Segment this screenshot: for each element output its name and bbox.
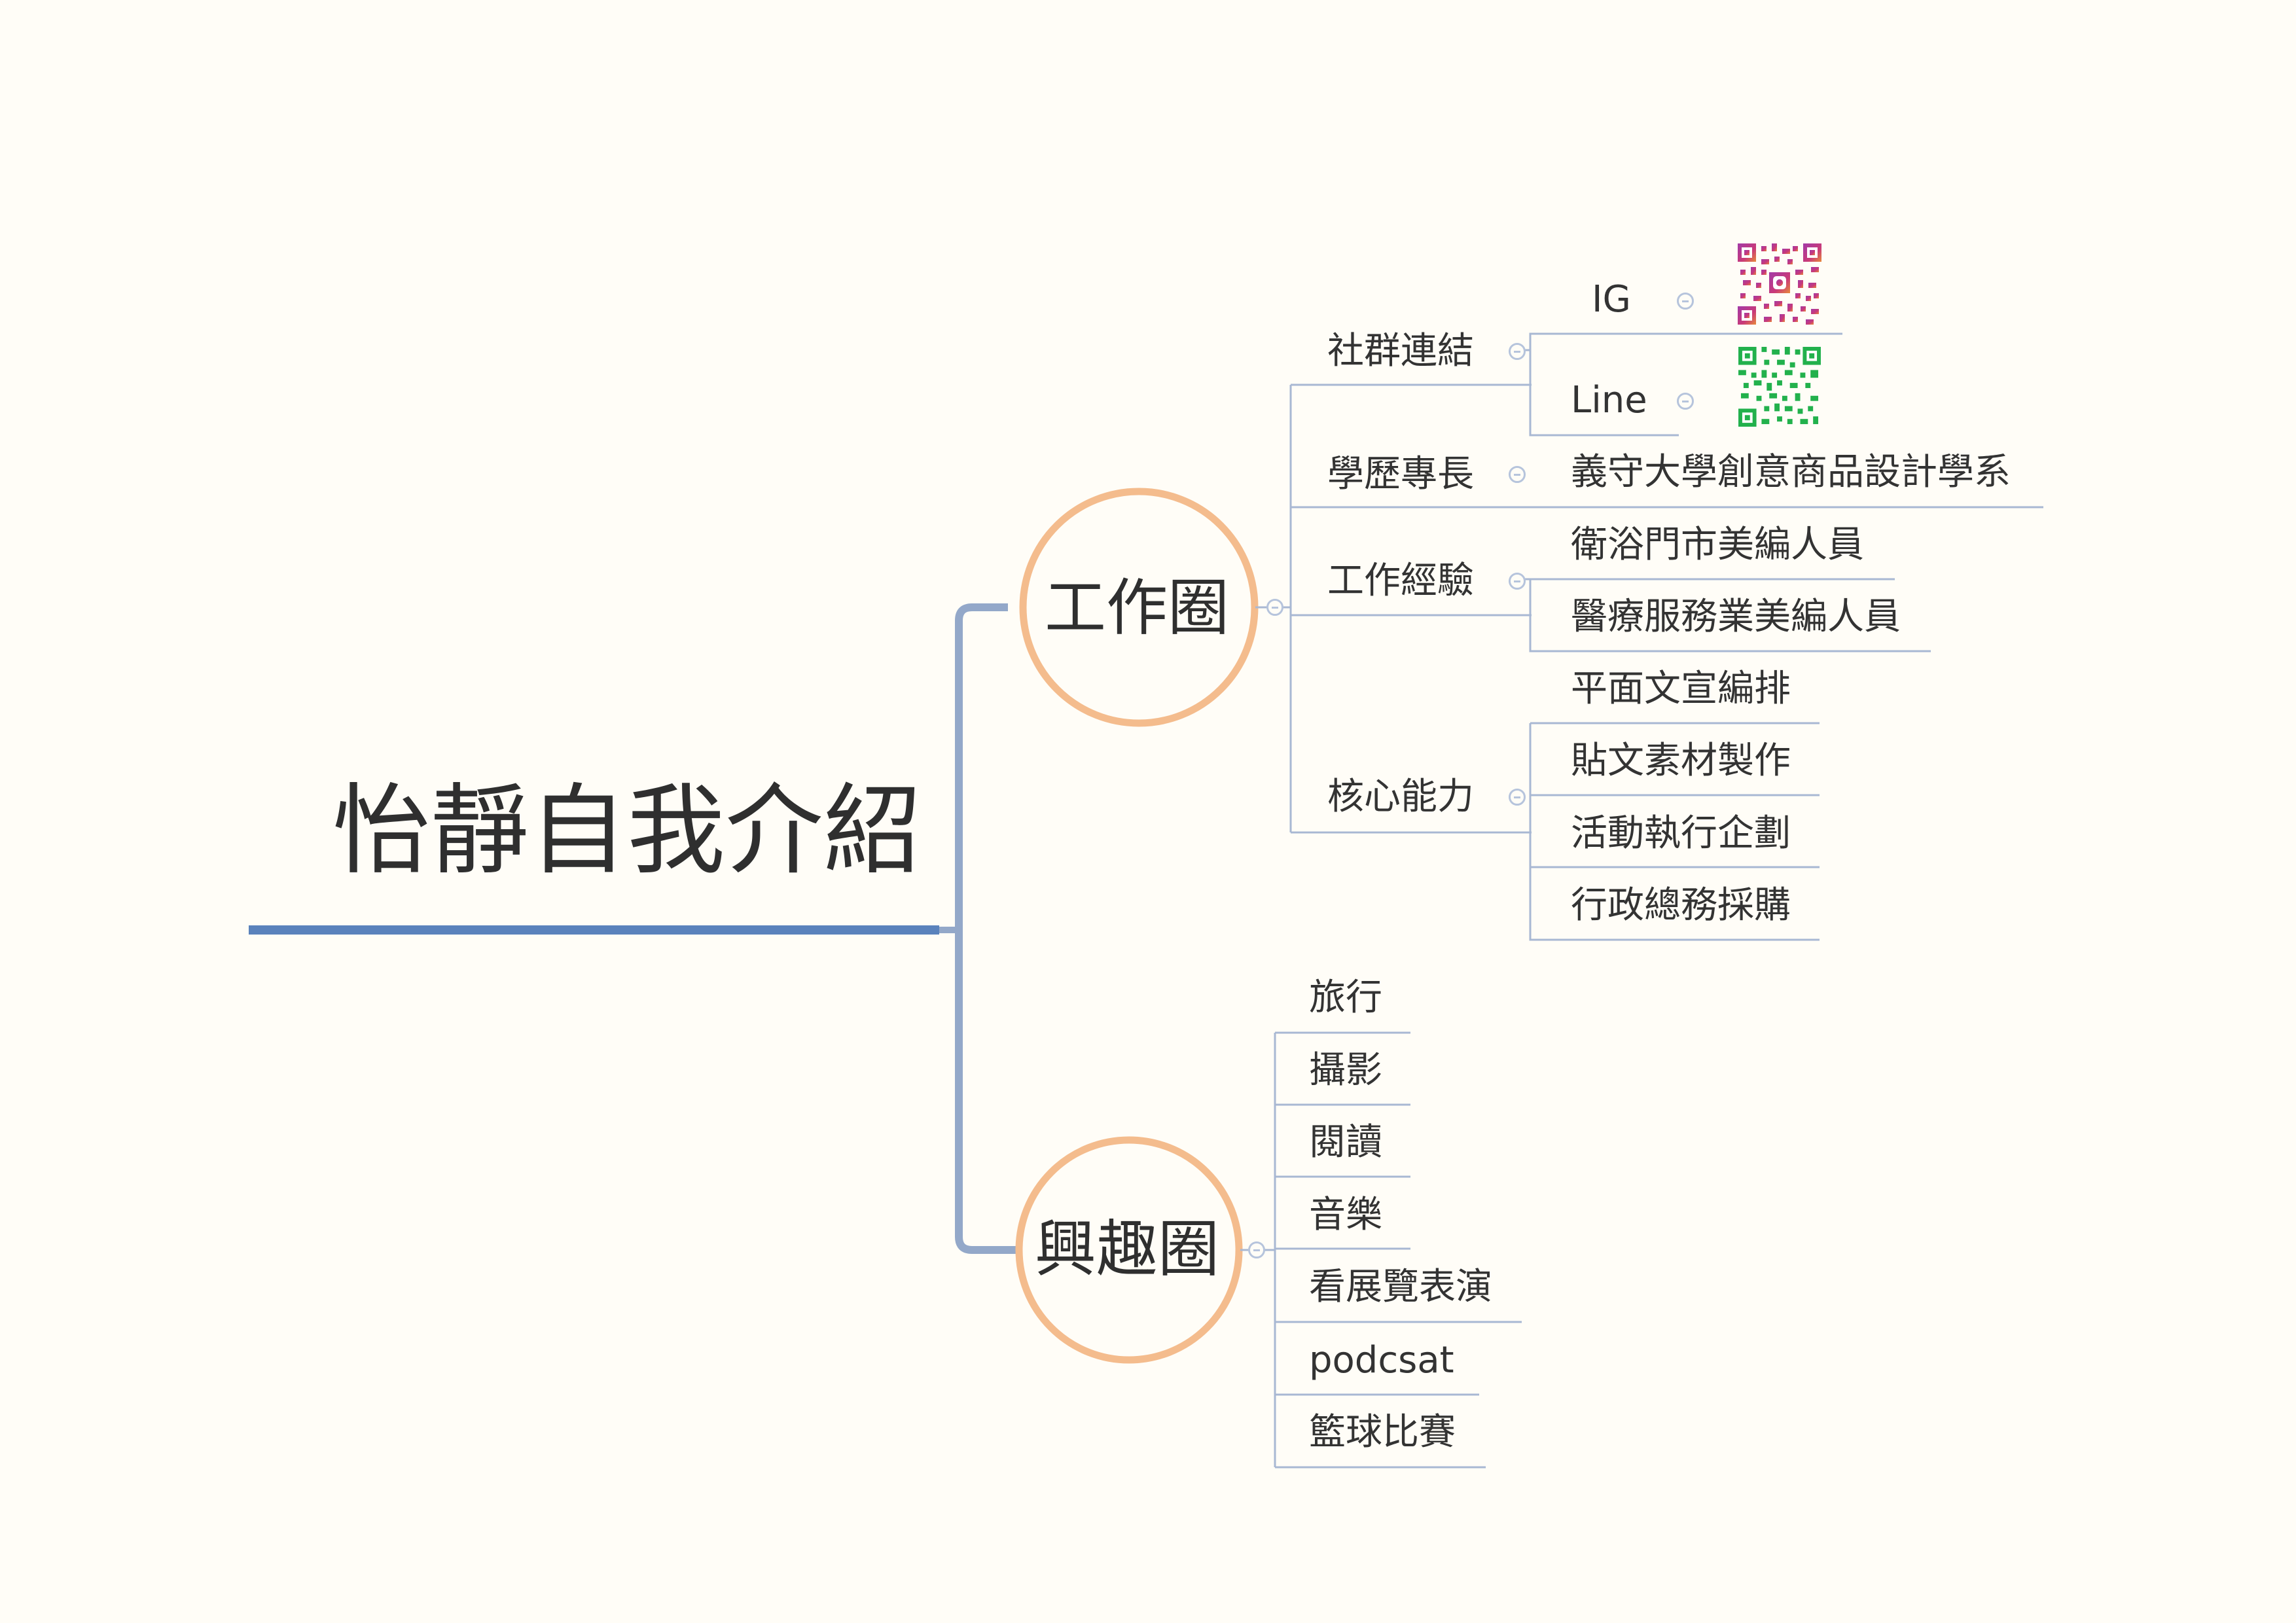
node-hobby-podcast[interactable]: podcsat (1309, 1339, 1454, 1382)
node-skill-admin-purchasing[interactable]: 行政總務採購 (1571, 884, 1791, 927)
node-skill-post-assets[interactable]: 貼文素材製作 (1571, 740, 1791, 782)
collapse-toggle-icon[interactable] (1266, 599, 1283, 616)
hobby-branch-lines (1240, 1031, 1522, 1469)
root-title[interactable]: 怡靜自我介紹 (332, 774, 922, 888)
node-social-links[interactable]: 社群連結 (1327, 330, 1474, 372)
node-skill-print-layout[interactable]: 平面文宣編排 (1571, 668, 1791, 710)
node-job-bathroom-store[interactable]: 衛浴門市美編人員 (1571, 524, 1864, 566)
node-hobby-photography[interactable]: 攝影 (1309, 1049, 1382, 1092)
collapse-toggle-icon[interactable] (1677, 293, 1694, 310)
branch-work-label[interactable]: 工作圈 (1044, 573, 1230, 644)
circle-hobby (1015, 1136, 1243, 1364)
collapse-toggle-icon[interactable] (1509, 343, 1526, 360)
node-hobby-exhibitions[interactable]: 看展覽表演 (1309, 1266, 1492, 1308)
branch-hobby-label[interactable]: 興趣圈 (1034, 1214, 1220, 1285)
node-core-skills[interactable]: 核心能力 (1327, 776, 1474, 818)
node-skill-event-planning[interactable]: 活動執行企劃 (1571, 812, 1791, 855)
instagram-qr-code-icon[interactable] (1738, 243, 1821, 325)
node-job-medical-service[interactable]: 醫療服務業美編人員 (1571, 596, 1901, 638)
line-qr-code-icon[interactable] (1738, 347, 1821, 427)
node-university[interactable]: 義守大學創意商品設計學系 (1571, 451, 2011, 493)
circle-work (1019, 488, 1259, 727)
collapse-toggle-icon[interactable] (1677, 393, 1694, 410)
node-line[interactable]: Line (1571, 379, 1647, 421)
collapse-toggle-icon[interactable] (1509, 789, 1526, 806)
collapse-toggle-icon[interactable] (1509, 573, 1526, 590)
work-branch-lines (1255, 332, 2043, 941)
trunk-connector (955, 603, 1021, 1254)
node-hobby-travel[interactable]: 旅行 (1309, 976, 1382, 1019)
node-hobby-reading[interactable]: 閱讀 (1309, 1121, 1382, 1164)
node-hobby-music[interactable]: 音樂 (1309, 1194, 1382, 1236)
collapse-toggle-icon[interactable] (1509, 466, 1526, 483)
collapse-toggle-icon[interactable] (1248, 1241, 1265, 1258)
node-ig[interactable]: IG (1592, 278, 1631, 321)
node-hobby-basketball[interactable]: 籃球比賽 (1309, 1411, 1456, 1454)
node-work-experience[interactable]: 工作經驗 (1327, 560, 1474, 602)
node-education[interactable]: 學歷專長 (1327, 453, 1474, 495)
